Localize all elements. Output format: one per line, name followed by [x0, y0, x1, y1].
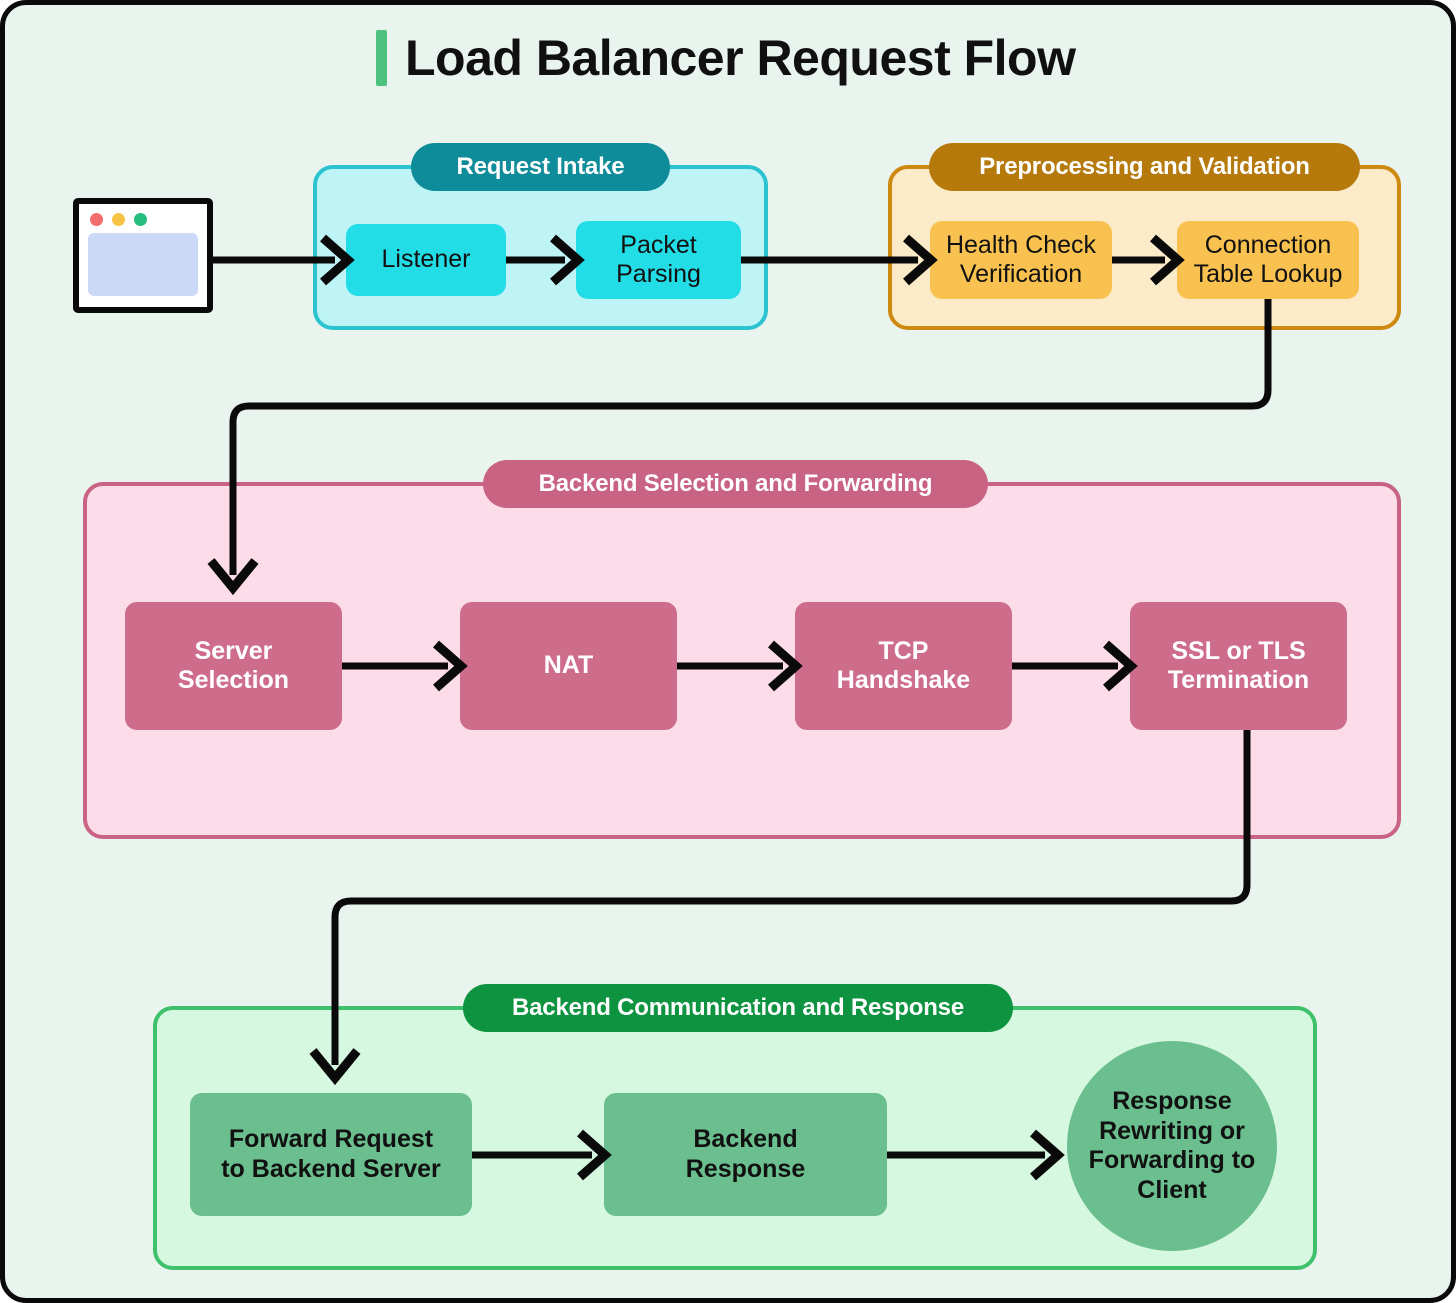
browser-dot-red — [90, 213, 103, 226]
section-title-preprocessing: Preprocessing and Validation — [929, 143, 1360, 191]
title-accent-bar — [376, 30, 387, 86]
page-title: Load Balancer Request Flow — [376, 29, 1076, 87]
browser-dot-green — [134, 213, 147, 226]
browser-dots — [88, 213, 198, 226]
section-title-backend-communication: Backend Communication and Response — [463, 984, 1013, 1032]
title-text: Load Balancer Request Flow — [405, 30, 1076, 86]
section-title-request-intake: Request Intake — [411, 143, 670, 191]
client-browser-icon — [73, 198, 213, 313]
node-nat[interactable]: NAT — [460, 602, 677, 730]
browser-viewport — [88, 233, 198, 296]
node-listener[interactable]: Listener — [346, 224, 506, 296]
node-listener-label: Listener — [381, 245, 471, 274]
browser-dot-yellow — [112, 213, 125, 226]
node-nat-label: NAT — [543, 651, 594, 680]
section-title-backend-selection: Backend Selection and Forwarding — [483, 460, 988, 508]
